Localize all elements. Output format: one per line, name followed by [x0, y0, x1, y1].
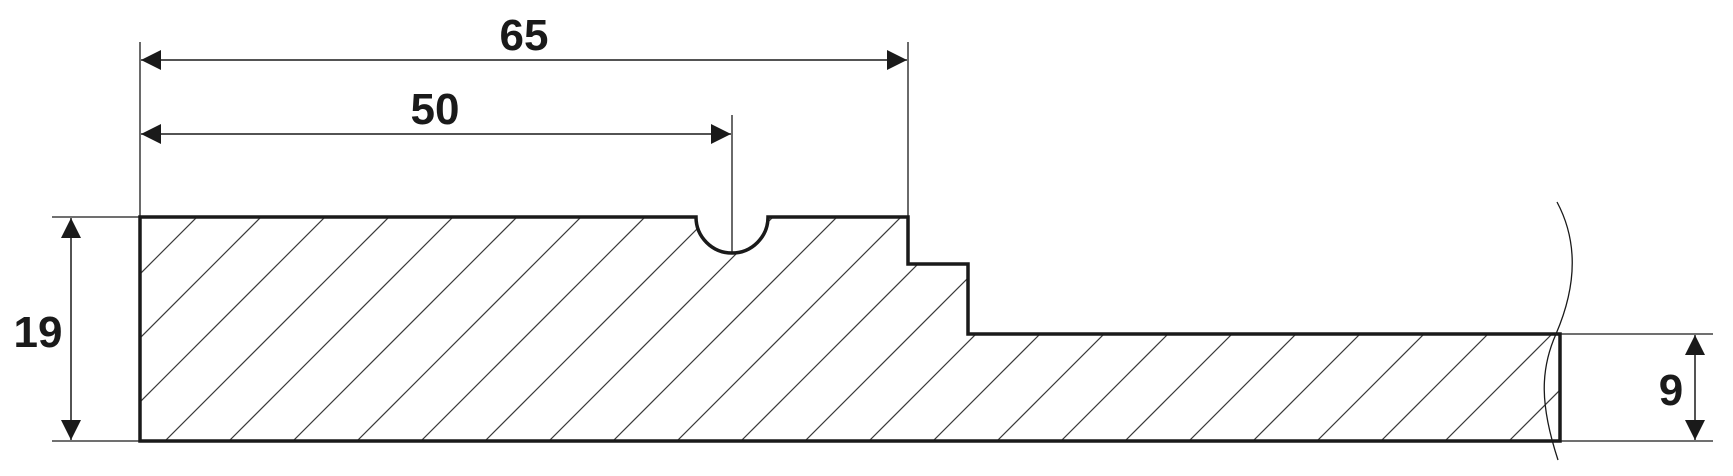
- hatch-line: [155, 217, 397, 441]
- dim-label-total-width: 65: [500, 11, 549, 60]
- hatch-line: [1051, 217, 1293, 441]
- hatch-line: [411, 217, 653, 441]
- hatch-line: [1243, 217, 1485, 441]
- dim-label-total-height: 19: [14, 308, 63, 357]
- dim-label-groove-position: 50: [411, 85, 460, 134]
- hatch-line: [923, 217, 1165, 441]
- hatch-line: [1564, 210, 1733, 450]
- hatch-line: [475, 217, 717, 441]
- hatch-line: [347, 217, 589, 441]
- section-hatching: [140, 210, 1733, 450]
- hatch-line: [283, 217, 525, 441]
- hatch-line: [140, 217, 333, 441]
- hatch-line: [1179, 217, 1421, 441]
- hatch-line: [1371, 217, 1560, 441]
- extension-lines: [52, 42, 1713, 442]
- hatch-line: [1115, 217, 1357, 441]
- hatch-line: [219, 217, 461, 441]
- dim-label-tongue-height: 9: [1659, 366, 1683, 415]
- hatch-line: [859, 217, 1101, 441]
- profile-outline: [138, 215, 1562, 443]
- hatch-line: [1307, 217, 1549, 441]
- hatch-line: [1499, 217, 1560, 441]
- hatch-line: [987, 217, 1229, 441]
- hatch-line: [731, 217, 973, 441]
- hatch-line: [667, 217, 909, 441]
- hatch-line: [1435, 217, 1560, 441]
- hatch-line: [140, 217, 269, 441]
- hatch-line: [140, 217, 205, 441]
- hatch-line: [795, 217, 1037, 441]
- hatch-line: [603, 217, 845, 441]
- break-line: [1543, 201, 1573, 461]
- hatch-line: [539, 217, 781, 441]
